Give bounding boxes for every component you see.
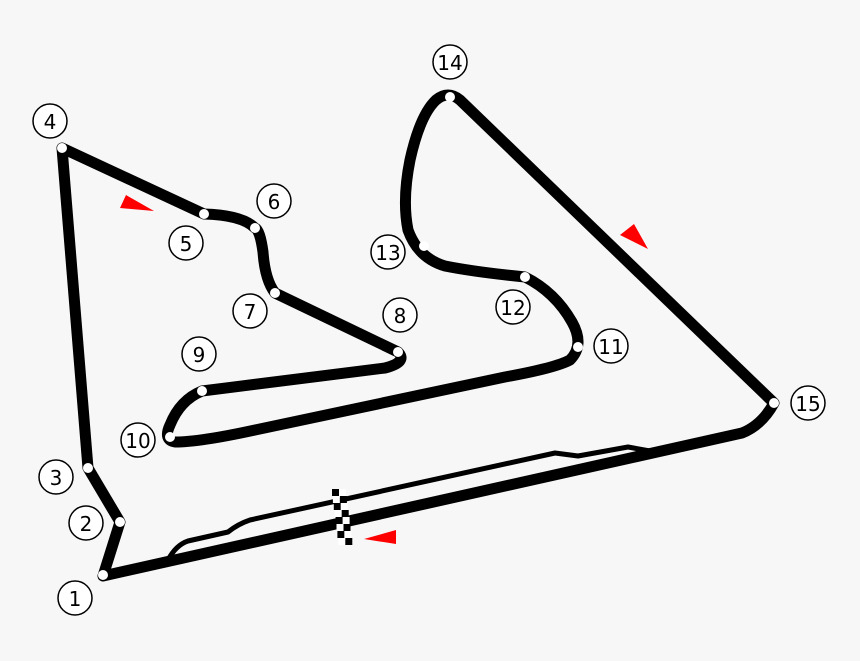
flag-square [337, 531, 345, 538]
corner-label-circle [495, 289, 531, 325]
corner-9: 9 [181, 336, 217, 396]
corner-marker [199, 209, 209, 219]
corner-label-circle [790, 385, 826, 421]
corner-marker [393, 347, 403, 357]
flag-square [333, 503, 341, 510]
flag-square [341, 510, 349, 517]
corner-number: 13 [375, 241, 400, 265]
corner-8: 8 [382, 297, 418, 357]
pit-lane [165, 444, 673, 562]
corner-marker [98, 570, 108, 580]
corner-10: 10 [120, 422, 175, 458]
corner-number: 3 [50, 466, 63, 490]
corner-marker [270, 288, 280, 298]
corner-label-circle [32, 103, 68, 139]
direction-arrow [620, 224, 648, 249]
corner-5: 5 [168, 209, 209, 261]
flag-square [335, 517, 343, 524]
corner-marker [419, 241, 429, 251]
flag-square [339, 489, 346, 496]
corner-marker [445, 92, 455, 102]
corner-6: 6 [250, 183, 292, 233]
corner-2: 2 [68, 505, 125, 541]
corner-marker [197, 386, 207, 396]
corner-number: 9 [193, 343, 206, 367]
corner-marker [115, 517, 125, 527]
flag-square [339, 496, 347, 503]
flag-square [343, 524, 351, 531]
corner-7: 7 [232, 288, 280, 329]
corner-number: 15 [795, 392, 820, 416]
corner-11: 11 [573, 328, 629, 364]
corner-marker [165, 432, 175, 442]
corner-12: 12 [495, 272, 531, 325]
corner-marker [250, 223, 260, 233]
corner-number: 11 [598, 335, 623, 359]
flag-square [336, 524, 344, 531]
flag-square [345, 538, 353, 545]
corner-label-circle [370, 234, 406, 270]
corner-label-circle [382, 297, 418, 333]
corner-marker [520, 272, 530, 282]
flag-square [334, 510, 342, 517]
flag-square [332, 496, 340, 503]
corner-number: 2 [80, 512, 93, 536]
corner-label-circle [38, 459, 74, 495]
corner-number: 5 [180, 232, 193, 256]
flag-square [344, 531, 352, 538]
corner-marker [573, 342, 583, 352]
corner-15: 15 [769, 385, 826, 421]
corner-3: 3 [38, 459, 93, 495]
corner-label-circle [168, 225, 204, 261]
corner-number: 6 [268, 190, 281, 214]
corner-label-circle [593, 328, 629, 364]
track [56, 89, 780, 582]
corner-label-circle [120, 422, 156, 458]
flag-square [340, 503, 348, 510]
corner-label-circle [68, 505, 104, 541]
corner-number: 10 [125, 429, 150, 453]
corner-label-circle [232, 293, 268, 329]
corner-number: 12 [500, 296, 525, 320]
flag-square [332, 489, 339, 496]
corner-number: 7 [244, 300, 257, 324]
corner-number: 1 [69, 587, 82, 611]
corner-number: 14 [437, 51, 462, 75]
flag-square [342, 517, 350, 524]
corner-1: 1 [57, 570, 108, 616]
corner-number: 4 [44, 110, 57, 134]
corner-13: 13 [370, 234, 429, 270]
corner-14: 14 [432, 44, 468, 102]
direction-arrow [120, 195, 154, 211]
checkered-flag-icon [332, 489, 353, 545]
corner-label-circle [256, 183, 292, 219]
flag-square [338, 538, 346, 545]
corner-4: 4 [32, 103, 68, 153]
direction-arrow [364, 530, 396, 544]
corner-label-circle [181, 336, 217, 372]
corner-marker [57, 143, 67, 153]
corner-label-circle [432, 44, 468, 80]
corner-marker [83, 463, 93, 473]
corner-number: 8 [394, 304, 407, 328]
corner-marker [769, 398, 779, 408]
corner-label-circle [57, 580, 93, 616]
